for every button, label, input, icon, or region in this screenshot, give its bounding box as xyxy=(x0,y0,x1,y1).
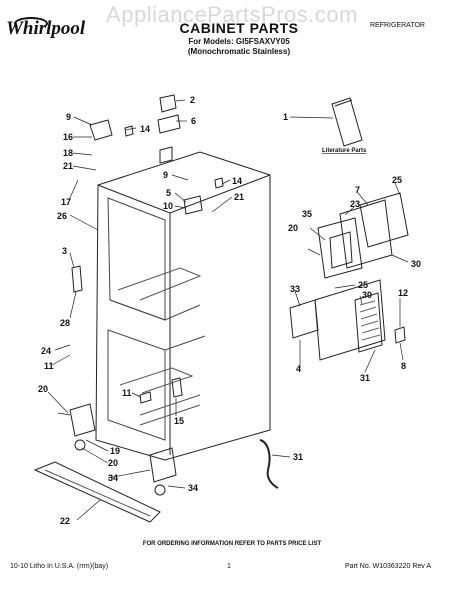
callout-2: 2 xyxy=(190,95,195,105)
callout-12: 12 xyxy=(398,288,408,298)
callout-4: 4 xyxy=(296,364,301,374)
callout-25b: 25 xyxy=(358,280,368,290)
page-title: CABINET PARTS xyxy=(179,20,299,36)
callout-30a: 30 xyxy=(362,290,372,300)
callout-21b: 21 xyxy=(234,192,244,202)
callout-22: 22 xyxy=(60,516,70,526)
toe-grille xyxy=(33,461,161,523)
callout-29: 30 xyxy=(411,259,421,269)
cabinet-outline xyxy=(95,151,271,461)
callout-8: 8 xyxy=(401,361,406,371)
callout-3: 3 xyxy=(62,246,67,256)
models-line-2: (Monochromatic Stainless) xyxy=(187,47,291,56)
literature-booklet xyxy=(331,97,363,147)
callout-26: 26 xyxy=(57,211,67,221)
top-hinge xyxy=(89,119,113,141)
callout-14b: 14 xyxy=(232,176,242,186)
models-line-1: For Models: GI5FSAXVY05 xyxy=(188,37,290,46)
callout-15: 15 xyxy=(174,416,184,426)
callout-11b: 11 xyxy=(122,388,132,398)
ordering-note: FOR ORDERING INFORMATION REFER TO PARTS … xyxy=(142,541,322,547)
callout-9b: 9 xyxy=(163,170,168,180)
callout-7: 7 xyxy=(355,185,360,195)
evaporator-cover xyxy=(317,217,363,279)
callout-9a: 9 xyxy=(66,112,71,122)
part-number: Part No. W10363220 Rev A xyxy=(345,563,431,570)
callout-5: 5 xyxy=(166,188,171,198)
callout-13: 16 xyxy=(63,132,73,142)
callout-20a: 20 xyxy=(38,384,48,394)
callout-16: 20 xyxy=(288,223,298,233)
callout-33: 33 xyxy=(290,284,300,294)
callout-17: 17 xyxy=(61,197,71,207)
callout-19: 19 xyxy=(110,446,120,456)
brand-logo-ring xyxy=(14,17,48,30)
callout-10: 10 xyxy=(163,201,173,211)
callout-34a: 34 xyxy=(108,473,118,483)
grille xyxy=(314,279,386,361)
callout-25a: 25 xyxy=(392,175,402,185)
callout-14a: 14 xyxy=(140,124,150,134)
callout-1: 1 xyxy=(283,112,288,122)
watermark: AppliancePartsPros.com xyxy=(106,2,358,27)
appliance-category: REFRIGERATOR xyxy=(370,22,425,29)
callout-20b: 20 xyxy=(108,458,118,468)
page-number: 1 xyxy=(227,563,231,570)
callout-34b: 34 xyxy=(188,483,198,493)
leveling-leg xyxy=(69,403,96,437)
callout-18: 18 xyxy=(63,148,73,158)
callout-30b: 31 xyxy=(360,373,370,383)
literature-parts-label: Literature Parts xyxy=(322,148,367,154)
callout-21a: 21 xyxy=(63,161,73,171)
callout-23: 23 xyxy=(350,199,360,209)
callout-6: 6 xyxy=(191,116,196,126)
callout-28: 28 xyxy=(60,318,70,328)
water-tube xyxy=(259,439,279,489)
print-info: 10-10 Litho In U.S.A. (rrm)(bay) xyxy=(10,563,109,570)
callout-31: 31 xyxy=(293,452,303,462)
callout-35: 35 xyxy=(302,209,312,219)
brand-logo: Whirlpool xyxy=(6,18,86,39)
callout-11a: 11 xyxy=(44,361,54,371)
callout-24: 24 xyxy=(41,346,51,356)
